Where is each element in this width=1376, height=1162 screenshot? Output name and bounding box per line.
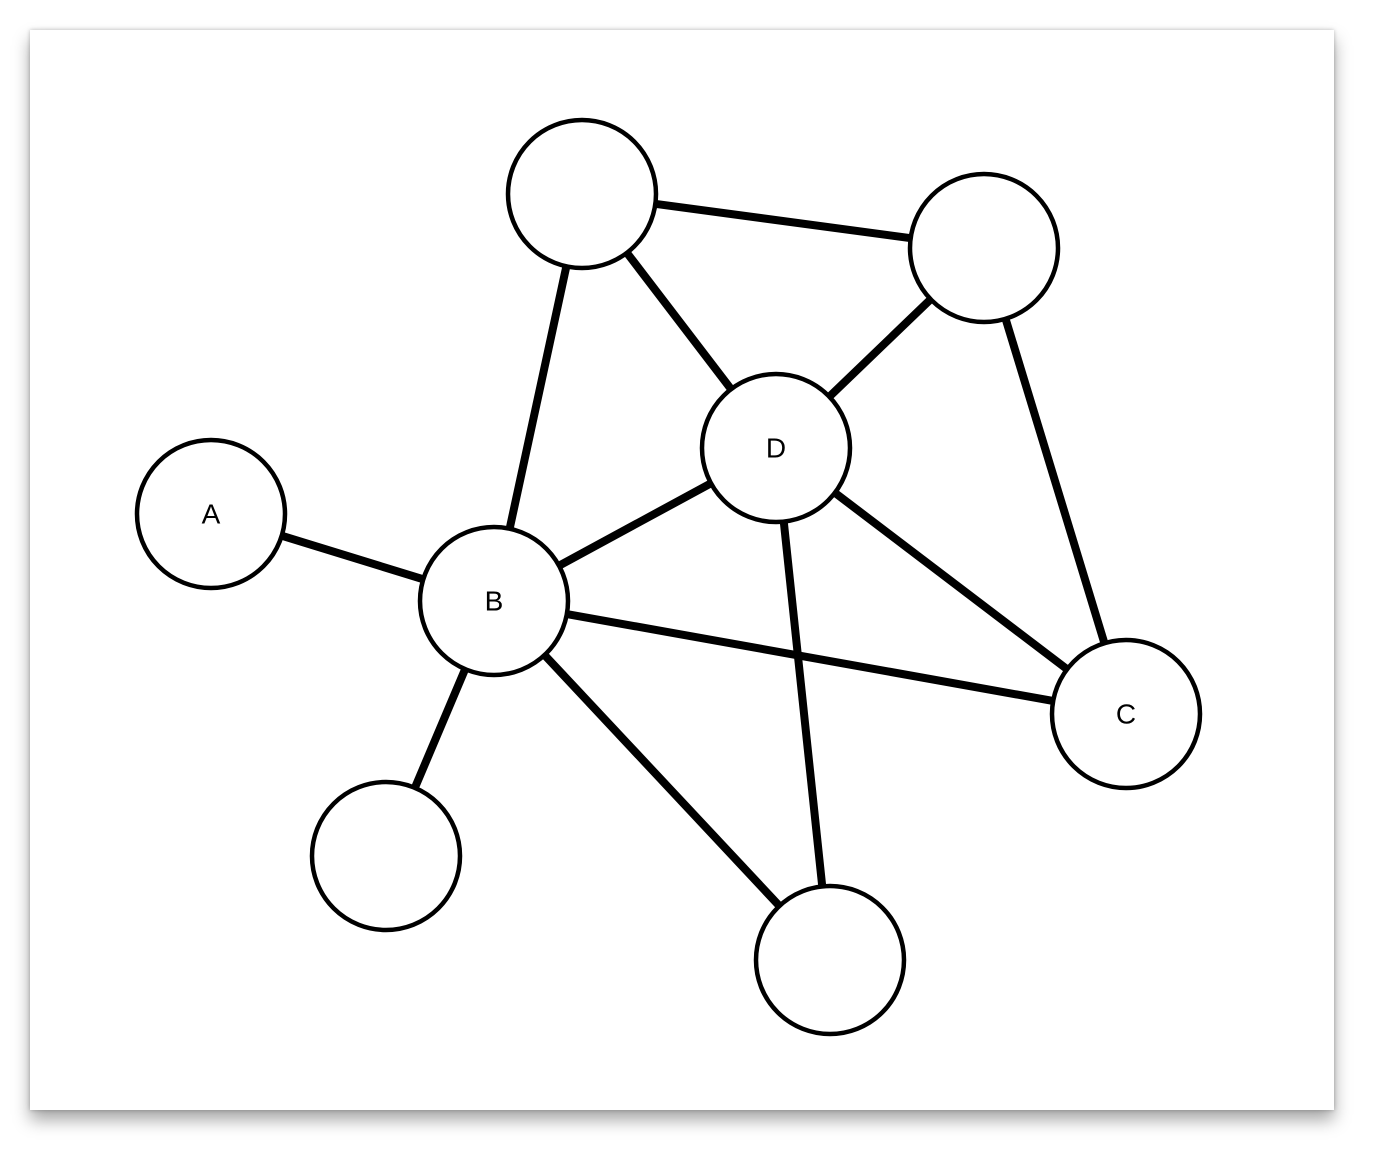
node-circle [699,371,853,525]
node-label: C [1116,699,1136,730]
node-b: B [417,524,571,678]
node-circle [907,171,1061,325]
node-top-right [907,171,1061,325]
node-circle [417,524,571,678]
edge-D-bottom-mid [772,447,834,961]
node-label: A [202,499,221,530]
node-c: C [1049,637,1203,791]
node-label: B [485,586,504,617]
node-bottom-left [309,779,463,933]
edge-top-right-C [980,246,1130,716]
node-bottom-mid [753,883,907,1037]
graph-nodes: A B C D [134,117,1203,1037]
node-label: D [766,433,786,464]
node-circle [753,883,907,1037]
node-circle [309,779,463,933]
edge-B-C [493,597,1127,718]
edge-B-bottom-mid [491,598,833,963]
node-circle [134,437,288,591]
node-a: A [134,437,288,591]
node-d: D [699,371,853,525]
node-top [505,117,659,271]
node-circle [1049,637,1203,791]
node-circle [505,117,659,271]
